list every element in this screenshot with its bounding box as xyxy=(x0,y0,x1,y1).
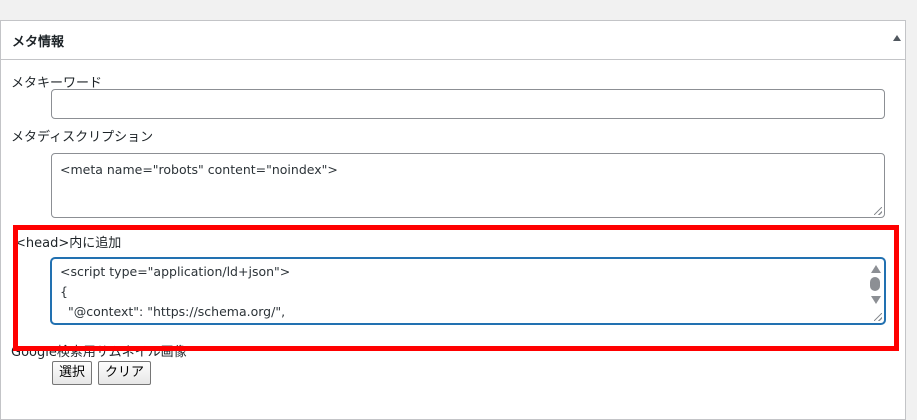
head-code-textarea[interactable]: <script type="application/ld+json"> { "@… xyxy=(51,258,885,324)
textarea-scrollbar[interactable] xyxy=(868,260,883,311)
panel-title: メタ情報 xyxy=(12,35,65,50)
meta-info-panel: メタ情報 xyxy=(0,20,906,420)
description-label: メタディスクリプション xyxy=(11,130,154,145)
head-add-label: <head>内に追加 xyxy=(15,236,122,251)
resize-grip-icon[interactable] xyxy=(874,207,882,215)
panel-header[interactable]: メタ情報 xyxy=(1,21,905,60)
scroll-up-icon[interactable] xyxy=(871,265,881,273)
triangle-up-icon[interactable] xyxy=(893,35,901,41)
description-text: <meta name="robots" content="noindex"> xyxy=(60,162,338,177)
scroll-thumb[interactable] xyxy=(870,277,880,291)
resize-grip-icon[interactable] xyxy=(874,313,882,321)
keywords-label: メタキーワード xyxy=(11,76,103,91)
thumbnail-label: Google検索用サムネイル画像 xyxy=(11,345,187,360)
select-button[interactable]: 選択 xyxy=(52,361,93,385)
head-code-text: <script type="application/ld+json"> { "@… xyxy=(60,264,291,319)
description-textarea[interactable]: <meta name="robots" content="noindex"> xyxy=(51,153,885,218)
scroll-down-icon[interactable] xyxy=(871,296,881,304)
clear-button[interactable]: クリア xyxy=(98,361,152,385)
keywords-input[interactable] xyxy=(51,89,885,119)
